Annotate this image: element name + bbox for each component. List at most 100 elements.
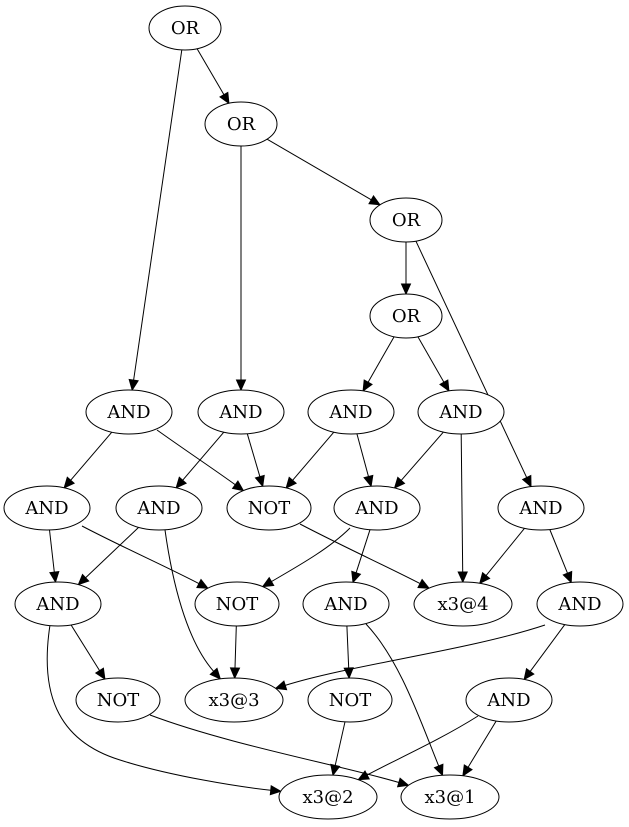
edge-n13-n17	[479, 527, 525, 585]
edge-n6-n10	[175, 431, 225, 489]
edge-n15-n20	[229, 625, 241, 680]
node-label: AND	[106, 402, 150, 423]
edge-n7-n11	[285, 431, 335, 489]
node-n8: AND	[417, 389, 505, 435]
node-ellipse	[307, 677, 393, 723]
node-n1: OR	[148, 5, 222, 51]
node-label: AND	[35, 594, 79, 615]
edge-n5-n9	[63, 431, 113, 489]
edge-n3-n4	[400, 242, 412, 296]
node-n3: OR	[369, 197, 443, 243]
edge-n2-n6	[235, 146, 247, 392]
edge-n10-n14	[77, 527, 139, 586]
node-n6: AND	[197, 389, 285, 435]
node-ellipse	[278, 774, 378, 820]
node-n2: OR	[204, 101, 278, 147]
node-label: x3@1	[424, 787, 475, 808]
edge-n18-n22	[523, 624, 566, 681]
node-ellipse	[536, 581, 624, 627]
edge-n13-n18	[549, 529, 573, 584]
node-ellipse	[3, 485, 91, 531]
node-ellipse	[497, 485, 585, 531]
node-n19: NOT	[75, 677, 161, 723]
edge-n12-n16	[351, 529, 371, 584]
node-ellipse	[400, 774, 500, 820]
node-label: AND	[557, 594, 601, 615]
node-label: AND	[354, 498, 398, 519]
node-n10: AND	[115, 485, 203, 531]
edge-n4-n7	[362, 336, 395, 392]
node-n9: AND	[3, 485, 91, 531]
node-n21: NOT	[307, 677, 393, 723]
edge-n7-n12	[356, 433, 374, 488]
node-label: OR	[392, 210, 421, 231]
edge-n10-n20	[164, 529, 222, 680]
edge-n3-n13	[415, 240, 532, 488]
edge-n8-n17	[457, 433, 468, 584]
node-n17: x3@4	[413, 581, 513, 627]
node-n11: NOT	[226, 485, 312, 531]
node-label: AND	[486, 690, 530, 711]
node-ellipse	[302, 581, 390, 627]
node-n24: x3@1	[400, 774, 500, 820]
edge-n18-n20	[274, 624, 546, 691]
edge-n16-n24	[365, 623, 444, 777]
node-n20: x3@3	[184, 677, 284, 723]
node-ellipse	[307, 389, 395, 435]
node-ellipse	[226, 485, 312, 531]
edge-n6-n11	[246, 433, 265, 488]
node-label: x3@2	[302, 787, 353, 808]
node-ellipse	[75, 677, 161, 723]
node-ellipse	[369, 197, 443, 243]
edge-n14-n23	[46, 624, 282, 796]
node-ellipse	[85, 389, 173, 435]
node-ellipse	[14, 581, 102, 627]
edge-n9-n14	[49, 529, 60, 584]
edge-n9-n15	[81, 525, 209, 589]
node-ellipse	[115, 485, 203, 531]
edge-n1-n2	[196, 48, 230, 105]
node-ellipse	[194, 581, 280, 627]
node-label: AND	[218, 402, 262, 423]
edge-n1-n5	[128, 49, 183, 392]
node-label: AND	[328, 402, 372, 423]
edge-n2-n3	[266, 138, 381, 206]
node-label: NOT	[97, 690, 140, 711]
node-ellipse	[465, 677, 553, 723]
node-label: AND	[24, 498, 68, 519]
node-label: OR	[227, 114, 256, 135]
node-ellipse	[413, 581, 513, 627]
edge-n14-n19	[70, 624, 106, 681]
edge-n22-n23	[357, 715, 479, 781]
node-n4: OR	[369, 293, 443, 339]
node-ellipse	[184, 677, 284, 723]
edge-n4-n8	[417, 336, 450, 392]
node-label: NOT	[329, 690, 372, 711]
edge-n11-n17	[299, 523, 431, 589]
node-label: x3@3	[208, 690, 259, 711]
node-ellipse	[369, 293, 443, 339]
edge-n8-n12	[393, 431, 444, 489]
node-n23: x3@2	[278, 774, 378, 820]
node-label: NOT	[248, 498, 291, 519]
edge-n19-n24	[149, 714, 410, 788]
node-label: AND	[136, 498, 180, 519]
node-n22: AND	[465, 677, 553, 723]
node-ellipse	[148, 5, 222, 51]
node-ellipse	[197, 389, 285, 435]
node-label: x3@4	[437, 594, 488, 615]
node-n15: NOT	[194, 581, 280, 627]
node-label: AND	[518, 498, 562, 519]
node-n13: AND	[497, 485, 585, 531]
node-label: OR	[392, 306, 421, 327]
node-ellipse	[417, 389, 505, 435]
node-label: AND	[438, 402, 482, 423]
node-n12: AND	[333, 485, 421, 531]
node-n7: AND	[307, 389, 395, 435]
edge-n22-n24	[462, 720, 497, 777]
node-n14: AND	[14, 581, 102, 627]
node-label: OR	[171, 18, 200, 39]
node-ellipse	[333, 485, 421, 531]
node-label: AND	[323, 594, 367, 615]
